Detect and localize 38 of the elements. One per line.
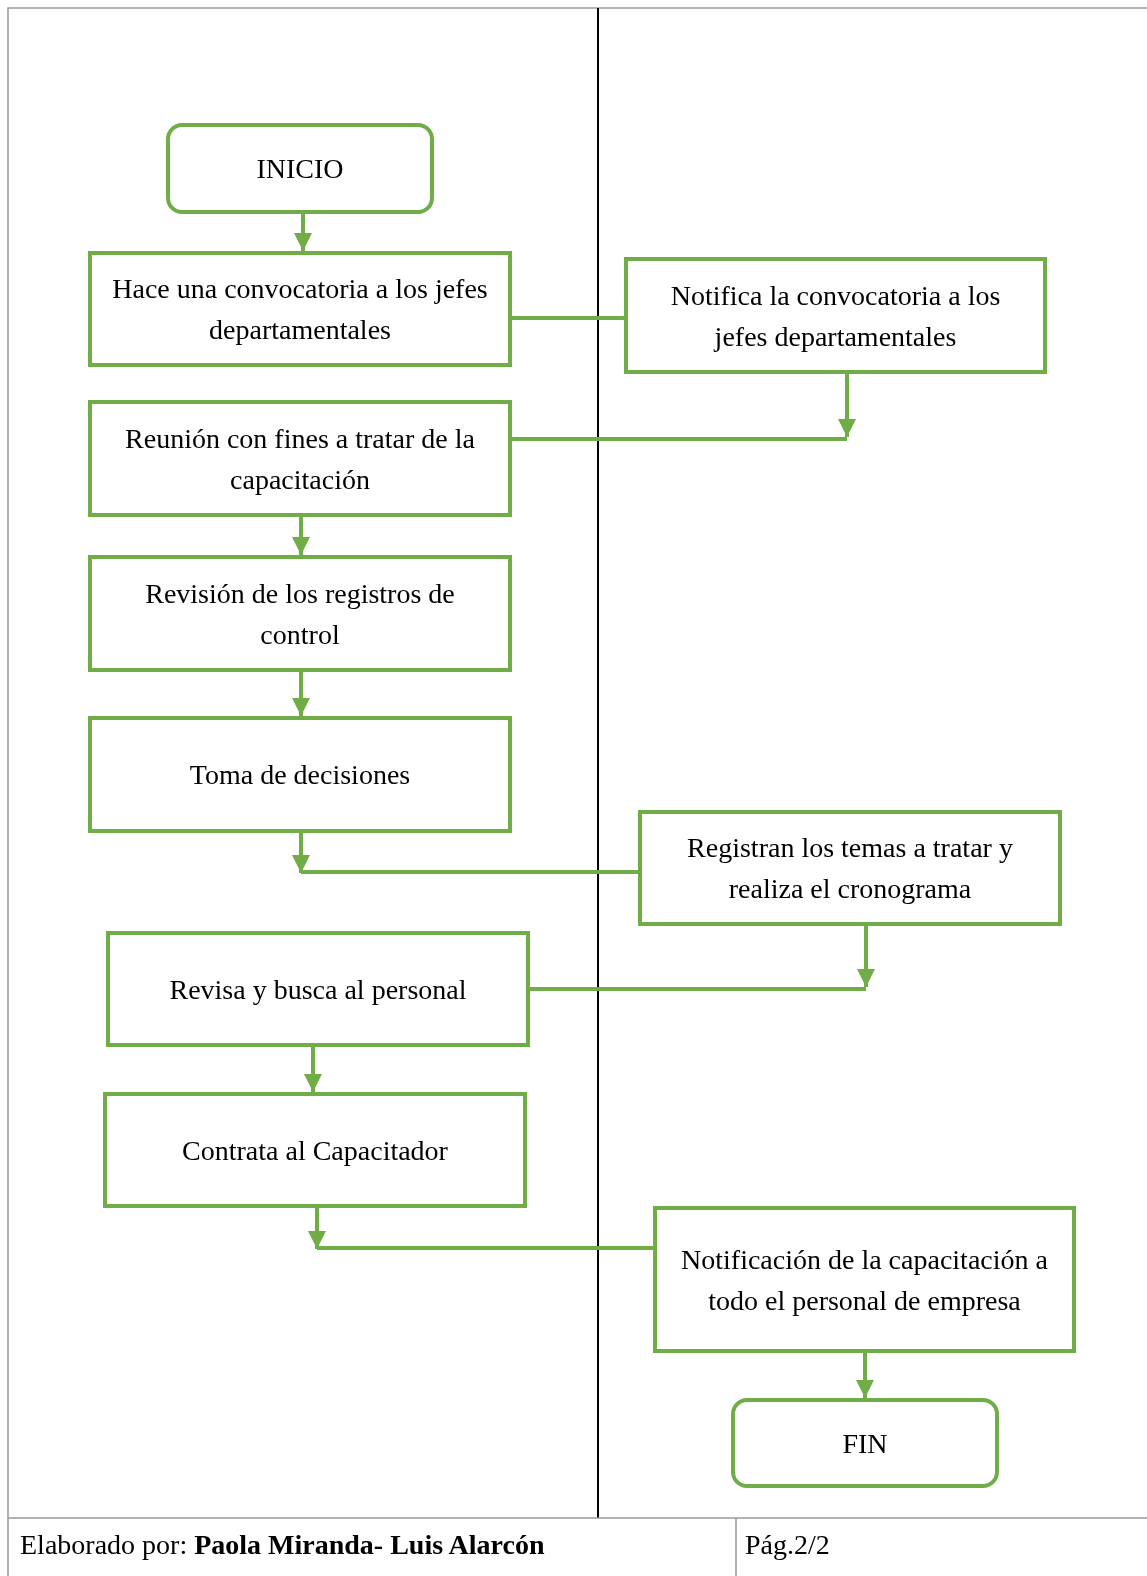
connector-line xyxy=(512,316,624,320)
arrow xyxy=(292,672,310,716)
process-box xyxy=(638,810,1062,926)
arrow xyxy=(294,214,312,251)
step-text: Reunión con fines a tratar de la capacitación xyxy=(124,421,476,497)
process-box xyxy=(653,1206,1076,1353)
process-box xyxy=(88,555,512,672)
arrow xyxy=(857,926,875,987)
arrow xyxy=(304,1047,322,1092)
step-text: Hace una convocatoria a los jefes departamentales xyxy=(111,272,489,347)
step-text: Registran los temas a tratar y realiza el cronograma xyxy=(686,831,1014,906)
arrow xyxy=(292,833,310,873)
terminal-box xyxy=(731,1398,999,1488)
process-box xyxy=(88,400,512,517)
arrow xyxy=(292,517,310,555)
terminal-box xyxy=(166,123,434,214)
step-text: Contrata al Capacitador xyxy=(182,1133,448,1168)
author-credit: Elaborado por: Paola Miranda- Luis Alarcón xyxy=(20,1528,545,1562)
arrow xyxy=(838,374,856,437)
arrow xyxy=(856,1353,874,1398)
step-text: Notificación de la capacitación a todo el personal de empresa xyxy=(680,1242,1049,1318)
step-text: Revisa y busca al personal xyxy=(169,972,467,1007)
process-box xyxy=(88,716,512,833)
arrow xyxy=(308,1208,326,1249)
process-box xyxy=(103,1092,527,1208)
step-text: FIN xyxy=(842,1426,888,1461)
connector-line xyxy=(512,437,847,441)
step-text: Revisión de los registros de control xyxy=(144,576,456,652)
process-box xyxy=(106,931,530,1047)
connector-line xyxy=(317,1246,653,1250)
connector-line xyxy=(530,987,866,991)
page-number: Pág.2/2 xyxy=(745,1528,830,1562)
process-box xyxy=(624,257,1047,374)
step-text: Toma de decisiones xyxy=(189,758,411,792)
step-text: Notifica la convocatoria a los jefes departamentales xyxy=(669,278,1002,354)
connector-line xyxy=(301,870,638,874)
process-box xyxy=(88,251,512,367)
step-text: INICIO xyxy=(256,152,344,186)
